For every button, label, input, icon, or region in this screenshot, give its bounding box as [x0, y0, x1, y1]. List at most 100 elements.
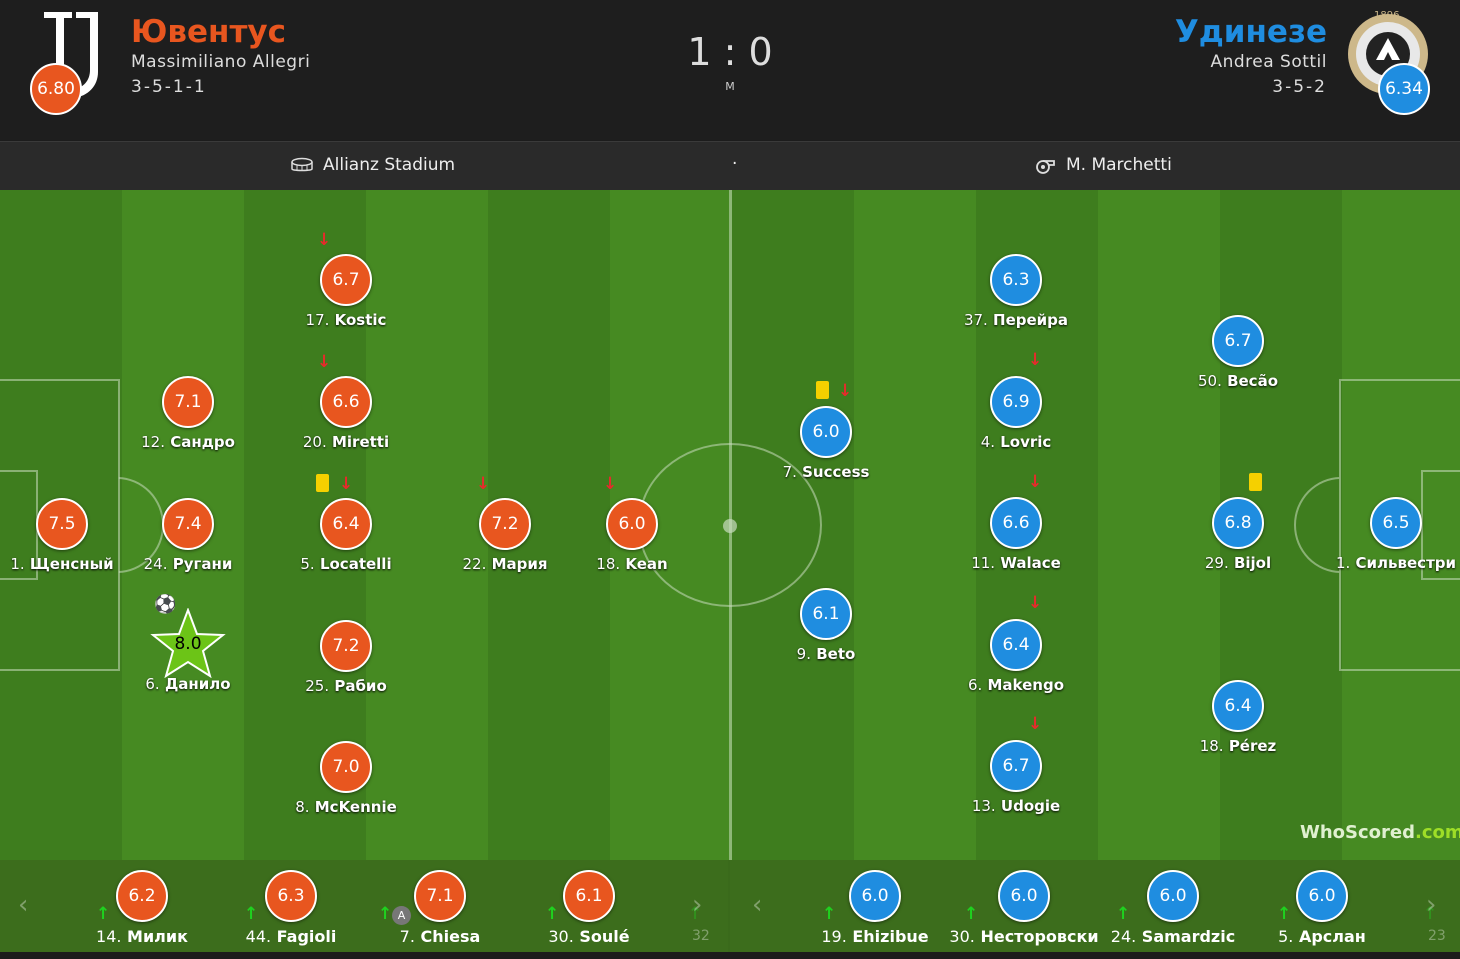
player-rating: 6.1: [800, 588, 852, 640]
player-label: 24. Samardzic: [1098, 927, 1248, 946]
player-name: Сандро: [170, 433, 235, 451]
player-label: 12. Сандро: [108, 433, 268, 451]
away-penalty-box: [1339, 379, 1460, 671]
player-card[interactable]: 6.7 17. Kostic: [266, 254, 426, 334]
player-rating: 6.1: [563, 870, 615, 922]
player-rating: 6.0: [1147, 870, 1199, 922]
bench-player[interactable]: 6.1 30. Soulé: [514, 870, 664, 946]
bench-player[interactable]: 6.2 14. Милик: [67, 870, 217, 946]
player-card[interactable]: 6.0 7. Success: [746, 406, 906, 486]
player-rating: 7.0: [320, 741, 372, 793]
player-card[interactable]: 6.9 4. Lovric: [936, 376, 1096, 456]
player-label: 37. Перейра: [936, 311, 1096, 329]
player-card[interactable]: 6.4 18. Pérez: [1158, 680, 1318, 760]
star-icon: [150, 608, 226, 678]
home-team-rating: 6.80: [30, 63, 82, 115]
player-rating: 6.7: [990, 740, 1042, 792]
player-name: Ehizibue: [852, 927, 929, 946]
player-number: 19.: [821, 927, 847, 946]
player-number: 6.: [145, 675, 160, 693]
sub-on-arrow-icon: ↑: [1423, 904, 1438, 924]
player-card[interactable]: 6.0 18. Kean: [552, 498, 712, 578]
bench-player[interactable]: 7.1 7. Chiesa: [365, 870, 515, 946]
info-separator: ·: [732, 154, 738, 174]
player-name: Мария: [491, 555, 548, 573]
player-rating: 6.4: [1212, 680, 1264, 732]
player-number: 7.: [399, 927, 415, 946]
bench-player[interactable]: 6.0 5. Арслан: [1247, 870, 1397, 946]
player-name: Makengo: [987, 676, 1065, 694]
player-name: Locatelli: [319, 555, 392, 573]
player-label: 24. Ругани: [108, 555, 268, 573]
player-number: 1.: [10, 555, 25, 573]
player-number: 25.: [305, 677, 330, 695]
player-label: 18. Pérez: [1158, 737, 1318, 755]
player-name: Арслан: [1298, 927, 1366, 946]
player-card[interactable]: 6.3 37. Перейра: [936, 254, 1096, 334]
player-card[interactable]: 6.7 13. Udogie: [936, 740, 1096, 820]
player-rating: 6.0: [800, 406, 852, 458]
player-name: Kostic: [334, 311, 387, 329]
player-card[interactable]: 6.6 20. Miretti: [266, 376, 426, 456]
whoscored-logo: WhoScored.com: [1300, 822, 1460, 843]
sub-on-arrow-icon: ↑: [822, 904, 837, 924]
player-card[interactable]: 6.4 6. Makengo: [936, 619, 1096, 699]
player-card[interactable]: 6.7 50. Becão: [1158, 315, 1318, 395]
player-name: Kean: [625, 555, 668, 573]
sub-on-arrow-icon: ↑: [1277, 904, 1292, 924]
player-card[interactable]: 6.6 11. Walace: [936, 497, 1096, 577]
home-team-logo[interactable]: [38, 8, 102, 100]
player-card[interactable]: 6.5 1. Сильвестри: [1316, 497, 1460, 577]
home-bench-next-button[interactable]: ›: [692, 890, 703, 920]
player-rating: 8.0: [174, 634, 202, 654]
bench-player[interactable]: 6.0 19. Ehizibue: [800, 870, 950, 946]
away-bench-next-button[interactable]: ›: [1426, 890, 1437, 920]
player-card[interactable]: 6.4 5. Locatelli: [266, 498, 426, 578]
player-card[interactable]: 6.8 29. Bijol: [1158, 497, 1318, 577]
player-card[interactable]: 7.0 8. McKennie: [266, 741, 426, 821]
away-bench-prev-button[interactable]: ‹: [752, 890, 763, 920]
home-team-name[interactable]: Ювентус: [131, 14, 286, 50]
player-rating: 6.7: [1212, 315, 1264, 367]
sub-off-arrow-icon: ↓: [1028, 472, 1043, 492]
bench-player[interactable]: 6.3 44. Fagioli: [216, 870, 366, 946]
center-spot: [723, 519, 737, 533]
player-card[interactable]: 7.1 12. Сандро: [108, 376, 268, 456]
player-label: 19. Ehizibue: [800, 927, 950, 946]
player-name: Beto: [816, 645, 856, 663]
player-name: Miretti: [331, 433, 390, 451]
player-number: 18.: [1199, 737, 1224, 755]
player-card[interactable]: 7.5 1. Щенсный: [0, 498, 142, 578]
player-number: 30.: [949, 927, 975, 946]
player-card[interactable]: 6.1 9. Beto: [746, 588, 906, 668]
sub-off-arrow-icon: ↓: [317, 352, 332, 372]
player-rating: 7.4: [162, 498, 214, 550]
bench-player[interactable]: 6.0 30. Несторовски: [949, 870, 1099, 946]
player-rating: 6.0: [849, 870, 901, 922]
player-number: 5.: [300, 555, 315, 573]
player-number: 8.: [295, 798, 310, 816]
watermark-text: WhoScored: [1300, 822, 1416, 843]
bench-player[interactable]: 6.0 24. Samardzic: [1098, 870, 1248, 946]
goal-ball-icon: ⚽: [154, 594, 177, 615]
player-rating: 6.4: [320, 498, 372, 550]
player-rating: 7.5: [36, 498, 88, 550]
player-name: Lovric: [1000, 433, 1052, 451]
away-team-name[interactable]: Удинезе: [1174, 14, 1327, 50]
player-number: 1.: [1335, 554, 1351, 572]
home-bench-prev-button[interactable]: ‹: [18, 890, 29, 920]
player-number: 50.: [1197, 372, 1222, 390]
player-name: Becão: [1227, 372, 1279, 390]
referee-info: M. Marchetti: [1034, 155, 1172, 175]
match-score: 1 : 0: [687, 30, 773, 74]
player-card[interactable]: 7.4 24. Ругани: [108, 498, 268, 578]
player-label: 30. Несторовски: [949, 927, 1099, 946]
player-name: Перейра: [993, 311, 1069, 329]
player-number: 7.: [782, 463, 797, 481]
player-name: Bijol: [1233, 554, 1272, 572]
player-card-man-of-match[interactable]: 8.0 6. Данило: [108, 608, 268, 700]
player-rating: 7.2: [320, 620, 372, 672]
player-card[interactable]: 7.2 25. Рабио: [266, 620, 426, 700]
substitutes-bench: ‹ 6.2 14. Милик ↑ 6.3 44. Fagioli ↑ 7.1 …: [0, 860, 1460, 952]
player-card[interactable]: 7.2 22. Мария: [425, 498, 585, 578]
